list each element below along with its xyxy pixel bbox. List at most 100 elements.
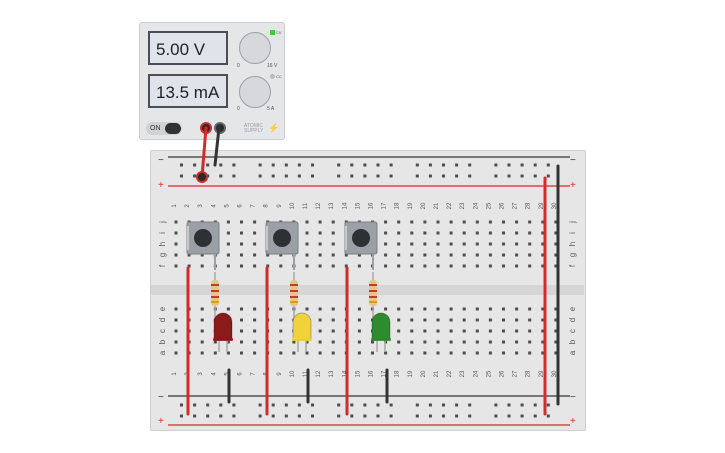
- breadboard-hole: [436, 318, 440, 322]
- rail-symbol: +: [158, 180, 164, 191]
- rail-hole: [428, 414, 432, 418]
- psu-negative-lead[interactable]: [213, 126, 221, 167]
- breadboard-hole: [462, 329, 466, 333]
- breadboard-hole: [397, 351, 401, 355]
- column-label: 17: [382, 202, 388, 209]
- voltage-display: 5.00 V: [148, 31, 228, 65]
- rail-hole: [455, 403, 459, 407]
- column-label: 26: [500, 202, 506, 209]
- yellow-led[interactable]: [292, 312, 312, 341]
- column-label: 12: [316, 370, 322, 377]
- rail-hole: [507, 174, 511, 178]
- green-led[interactable]: [371, 312, 391, 341]
- rail-hole: [193, 403, 197, 407]
- current-scale-min: 0: [237, 106, 240, 112]
- breadboard-hole: [423, 220, 427, 224]
- breadboard-hole: [305, 242, 309, 246]
- pushbutton-cap-icon[interactable]: [194, 229, 212, 247]
- row-label: h: [568, 242, 577, 246]
- breadboard-hole: [226, 231, 230, 235]
- breadboard-hole: [554, 231, 558, 235]
- rail-hole: [271, 163, 275, 167]
- column-label: 20: [421, 370, 427, 377]
- breadboard-hole: [279, 329, 283, 333]
- resistor-band: [290, 290, 298, 292]
- column-label: 5: [224, 204, 230, 208]
- breadboard-hole: [475, 253, 479, 257]
- rail-hole: [350, 414, 354, 418]
- breadboard-hole: [240, 329, 243, 333]
- breadboard-hole: [226, 242, 230, 246]
- breadboard-hole: [541, 220, 545, 224]
- column-label: 28: [526, 202, 532, 209]
- breadboard-hole: [515, 329, 519, 333]
- breadboard-hole: [397, 329, 401, 333]
- breadboard-hole: [240, 264, 243, 268]
- rail-hole: [533, 163, 537, 167]
- breadboard-hole: [253, 318, 257, 322]
- rail-hole: [284, 163, 288, 167]
- psu-positive-lead[interactable]: [200, 126, 208, 179]
- breadboard-hole: [318, 318, 322, 322]
- breadboard-hole: [488, 242, 492, 246]
- rail-hole: [271, 414, 275, 418]
- breadboard-hole: [423, 242, 427, 246]
- rail-hole: [533, 403, 537, 407]
- row-label: h: [158, 242, 167, 246]
- breadboard-hole: [488, 318, 492, 322]
- breadboard-hole: [436, 264, 440, 268]
- breadboard-hole: [174, 329, 178, 333]
- pushbutton-cap-icon[interactable]: [352, 229, 370, 247]
- power-supply[interactable]: 5.00 V 13.5 mA 0 16 V CV 0 5 A CC ON ATO…: [139, 22, 285, 140]
- breadboard-hole: [397, 264, 401, 268]
- voltage-scale-min: 0: [237, 63, 240, 69]
- red-led[interactable]: [213, 312, 233, 341]
- current-knob[interactable]: [239, 76, 271, 108]
- resistor-body[interactable]: [290, 280, 298, 306]
- rail-hole: [193, 414, 197, 418]
- breadboard-hole: [410, 264, 414, 268]
- breadboard-hole: [515, 220, 519, 224]
- column-label: 27: [513, 202, 519, 209]
- rail-hole: [442, 414, 445, 418]
- breadboard-hole: [423, 351, 427, 355]
- rail-hole: [455, 174, 459, 178]
- breadboard-hole: [515, 318, 519, 322]
- column-label: 8: [264, 204, 270, 208]
- breadboard-hole: [423, 329, 427, 333]
- breadboard-hole: [187, 264, 191, 268]
- breadboard-hole: [449, 307, 453, 311]
- column-label: 18: [395, 202, 401, 209]
- breadboard-hole: [318, 264, 322, 268]
- breadboard-hole: [528, 253, 532, 257]
- breadboard-hole: [515, 307, 519, 311]
- rail-symbol: −: [158, 392, 164, 403]
- rail-hole: [271, 403, 275, 407]
- pushbutton-cap-icon[interactable]: [273, 229, 291, 247]
- rail-hole: [193, 174, 197, 178]
- breadboard-hole: [397, 220, 401, 224]
- rail-hole: [311, 403, 314, 407]
- column-label: 21: [434, 370, 440, 377]
- breadboard-hole: [449, 264, 453, 268]
- power-switch-toggle[interactable]: [165, 123, 181, 134]
- breadboard-hole: [541, 242, 545, 246]
- breadboard-hole: [174, 220, 178, 224]
- breadboard-hole: [318, 220, 322, 224]
- breadboard-hole: [502, 318, 505, 322]
- breadboard-hole: [279, 253, 283, 257]
- resistor-body[interactable]: [211, 280, 219, 306]
- row-label: e: [568, 306, 577, 311]
- breadboard-hole: [344, 264, 348, 268]
- resistor-band: [211, 296, 219, 298]
- rail-hole: [219, 174, 223, 178]
- breadboard-hole: [462, 231, 466, 235]
- column-label: 28: [526, 370, 532, 377]
- resistor-body[interactable]: [369, 280, 377, 306]
- breadboard-hole: [266, 253, 270, 257]
- voltage-knob[interactable]: [239, 32, 271, 64]
- breadboard-hole: [449, 329, 453, 333]
- column-label: 10: [290, 202, 296, 209]
- power-switch[interactable]: ON: [146, 122, 182, 135]
